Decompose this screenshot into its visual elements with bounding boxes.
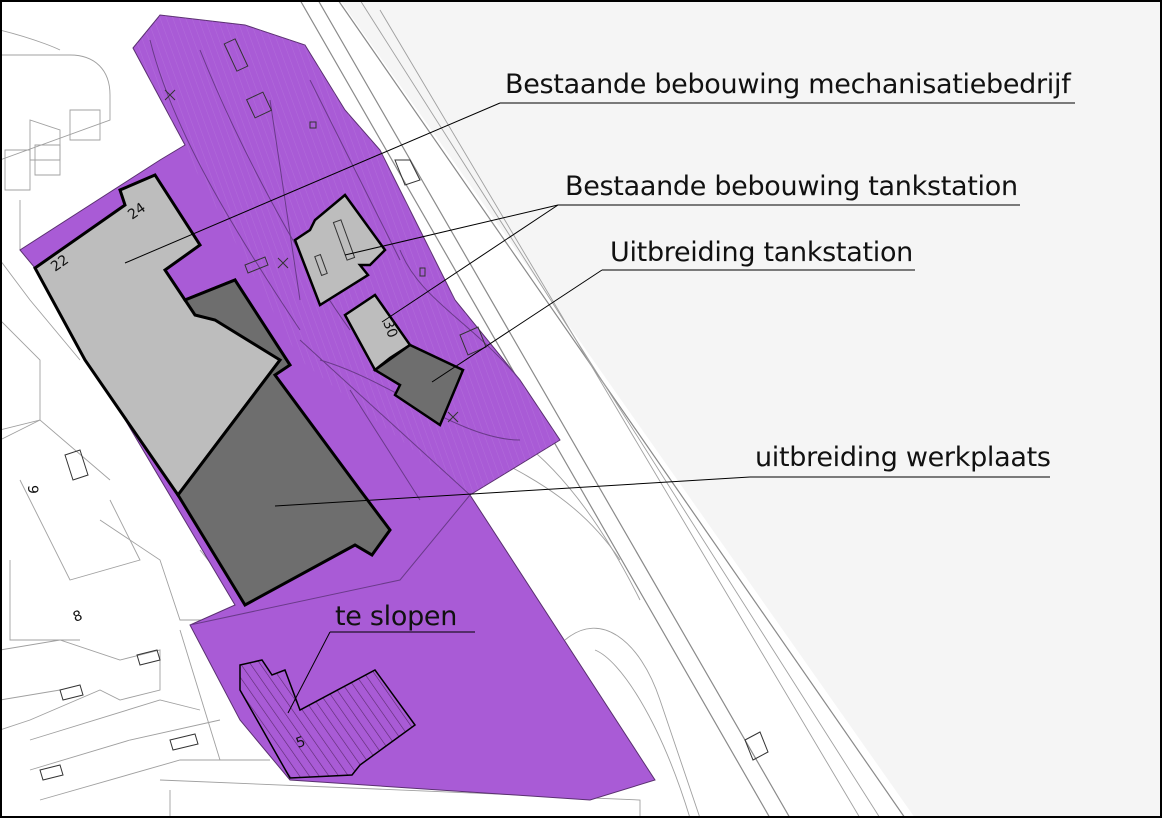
tankstation-pump-mark [314,253,328,277]
house-number-9: 9 [24,485,40,494]
label-tankstation-bestaand: Bestaande bebouwing tankstation [565,171,1018,202]
existing-building-mechanisatiebedrijf [33,173,282,498]
building-to-demolish [239,659,417,779]
neighbourhood-lines [0,29,641,818]
label-werkplaats-uitbreiding: uitbreiding werkplaats [755,442,1051,473]
tankstation-extension [372,343,465,427]
leader-lines [124,102,1075,714]
tankstation-canopy-mark [332,219,356,261]
label-tankstation-uitbreiding: Uitbreiding tankstation [610,237,913,268]
label-mechanisatiebedrijf: Bestaande bebouwing mechanisatiebedrijf [505,69,1072,100]
workshop-extension [176,278,392,608]
label-te-slopen: te slopen [335,601,457,632]
existing-building-tankstation [293,193,387,307]
house-number-30: 30 [379,318,400,340]
